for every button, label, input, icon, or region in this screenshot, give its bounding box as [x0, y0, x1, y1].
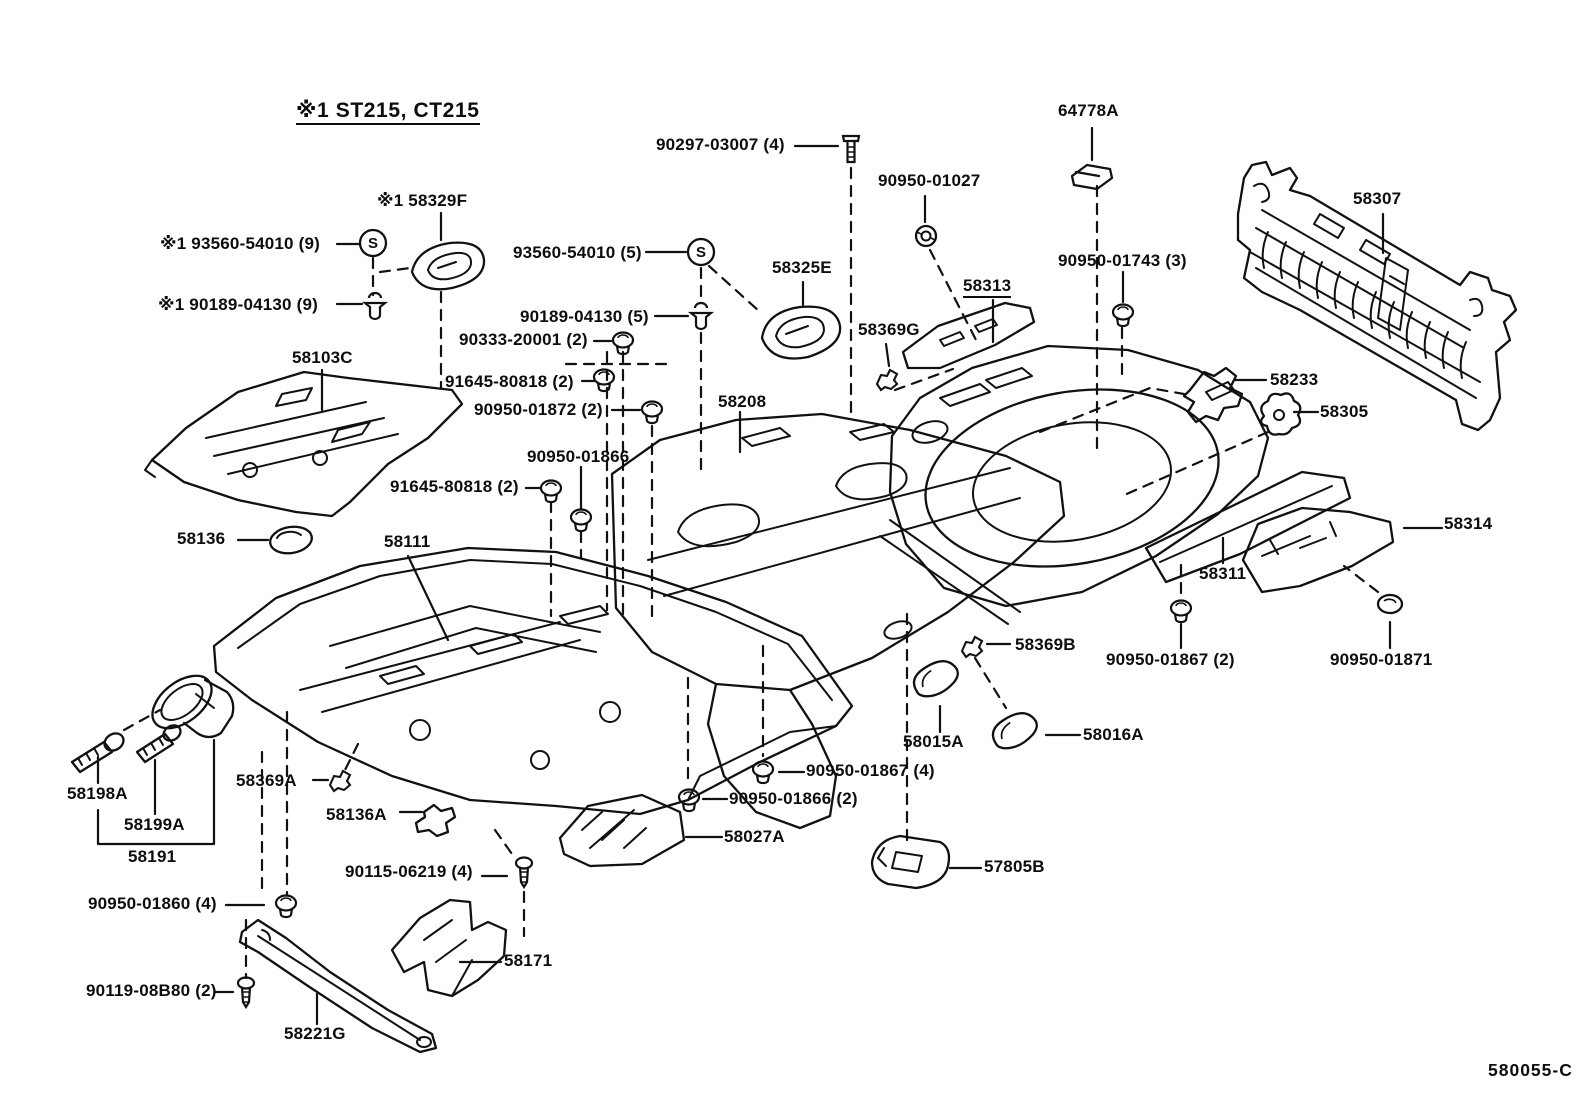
rear-end-panel-58307-drawing [1236, 160, 1518, 432]
label-58208: 58208 [718, 392, 767, 411]
label-58329f: ※1 58329F [377, 191, 468, 210]
bolt-icon-90297 [841, 134, 861, 164]
brace-58221G-drawing [238, 918, 438, 1054]
label-58233: 58233 [1270, 370, 1319, 389]
grommet-icon-90950-01866-a [569, 508, 593, 533]
plug-icon-90950-01871 [1376, 593, 1404, 615]
bracket-58325E-drawing [760, 305, 842, 360]
label-58325e: 58325E [772, 258, 832, 277]
assembly-dashed-lines [122, 166, 1380, 980]
label-93560-54010-9: ※1 93560-54010 (9) [160, 234, 321, 253]
label-90950-01866-a: 90950-01866 [527, 447, 630, 466]
label-90333-20001: 90333-20001 (2) [459, 330, 588, 349]
clip-icon-90189-b [689, 301, 713, 331]
label-90950-01027: 90950-01027 [878, 171, 981, 190]
label-58307: 58307 [1353, 189, 1402, 208]
label-90950-01872: 90950-01872 (2) [474, 400, 603, 419]
grommet-icon-90950-01867-b [751, 760, 775, 785]
clip-icon-58369G [875, 368, 899, 392]
label-90115-06219: 90115-06219 (4) [345, 862, 473, 881]
grommet-icon-90950-01743 [1111, 303, 1135, 328]
rear-floor-side-member-58314-drawing [1241, 506, 1395, 594]
s-washer-icon-b [686, 237, 716, 267]
label-58305: 58305 [1320, 402, 1369, 421]
label-90950-01860: 90950-01860 (4) [88, 894, 217, 913]
bolt-58199A-drawing [135, 724, 182, 764]
clip-icon-58369A [328, 769, 352, 793]
bolt-58198A-drawing [70, 732, 125, 774]
label-58199a: 58199A [124, 815, 185, 834]
bracket-57805B-drawing [870, 834, 951, 890]
label-90950-01743: 90950-01743 (3) [1058, 251, 1187, 270]
label-58314: 58314 [1444, 514, 1493, 533]
drawing-code: 580055-C [1488, 1060, 1573, 1080]
label-58016a: 58016A [1083, 725, 1144, 744]
label-90950-01867-b: 90950-01867 (4) [806, 761, 935, 780]
label-58313: 58313 [963, 277, 1012, 298]
rear-floor-crossmember-58313-drawing [901, 301, 1036, 370]
bracket-58233-drawing [1182, 366, 1244, 424]
label-58103c: 58103C [292, 348, 353, 367]
grommet-icon-91645-a [592, 368, 616, 393]
pad-icon-58015A [908, 656, 963, 701]
header-variant-note: ※1 ST215, CT215 [296, 99, 480, 126]
screw-icon-90119 [236, 976, 256, 1009]
label-91645-80818-a: 91645-80818 (2) [445, 372, 574, 391]
s-washer-mark-a: S [367, 234, 379, 252]
leader-lines [96, 126, 1444, 1026]
label-64778a: 64778A [1058, 101, 1119, 120]
center-floor-pan-58208-drawing [610, 412, 1066, 830]
grommet-icon-91645-b [539, 479, 563, 504]
label-58191: 58191 [128, 847, 177, 866]
bracket-58329F-drawing [410, 241, 486, 291]
label-58171: 58171 [504, 951, 553, 970]
bracket-58027A-drawing [558, 793, 686, 868]
label-58136: 58136 [177, 529, 226, 548]
rear-floor-side-member-58311-drawing [1144, 470, 1352, 584]
label-58221g: 58221G [284, 1024, 346, 1043]
grommet-icon-90950-01867-a [1169, 599, 1193, 624]
s-washer-icon-a [358, 228, 388, 258]
label-58369b: 58369B [1015, 635, 1076, 654]
nut-icon-90950-01027 [914, 224, 938, 248]
label-93560-54010-5: 93560-54010 (5) [513, 243, 642, 262]
heat-shield-58103C-drawing [144, 370, 464, 518]
label-90950-01866-b: 90950-01866 (2) [729, 789, 858, 808]
label-58311: 58311 [1199, 564, 1247, 583]
clip-icon-58369B [960, 635, 984, 659]
label-90189-04130-5: 90189-04130 (5) [520, 307, 649, 326]
rear-floor-pan-58311-drawing [879, 344, 1270, 625]
label-90950-01867-a: 90950-01867 (2) [1106, 650, 1235, 669]
label-58369a: 58369A [236, 771, 297, 790]
label-57805b: 57805B [984, 857, 1045, 876]
screw-icon-90115 [514, 856, 534, 889]
clip-icon-90189-a [363, 291, 387, 321]
label-58111: 58111 [384, 532, 431, 551]
label-90189-04130-9: ※1 90189-04130 (9) [158, 295, 319, 314]
label-91645-80818-b: 91645-80818 (2) [390, 477, 519, 496]
label-90119-08b80: 90119-08B80 (2) [86, 981, 217, 1000]
label-58027a: 58027A [724, 827, 785, 846]
clip-58305-drawing [1259, 392, 1302, 436]
retainer-58199A-drawing [151, 674, 235, 739]
label-58015a: 58015A [903, 732, 964, 751]
label-58136a: 58136A [326, 805, 387, 824]
bracket-58136A-drawing [414, 803, 457, 838]
label-90297-03007: 90297-03007 (4) [656, 135, 785, 154]
plug-58136-drawing [269, 525, 313, 555]
label-90950-01871: 90950-01871 [1330, 650, 1433, 669]
pad-64778A-drawing [1070, 163, 1114, 191]
s-washer-mark-b: S [695, 243, 707, 261]
grommet-icon-90333 [611, 331, 635, 356]
bracket-58171-drawing [390, 898, 508, 998]
pad-icon-58016A [987, 708, 1042, 753]
grommet-icon-90950-01860 [274, 894, 298, 919]
label-58198a: 58198A [67, 784, 128, 803]
label-58369g: 58369G [858, 320, 920, 339]
grommet-icon-90950-01872 [640, 400, 664, 425]
